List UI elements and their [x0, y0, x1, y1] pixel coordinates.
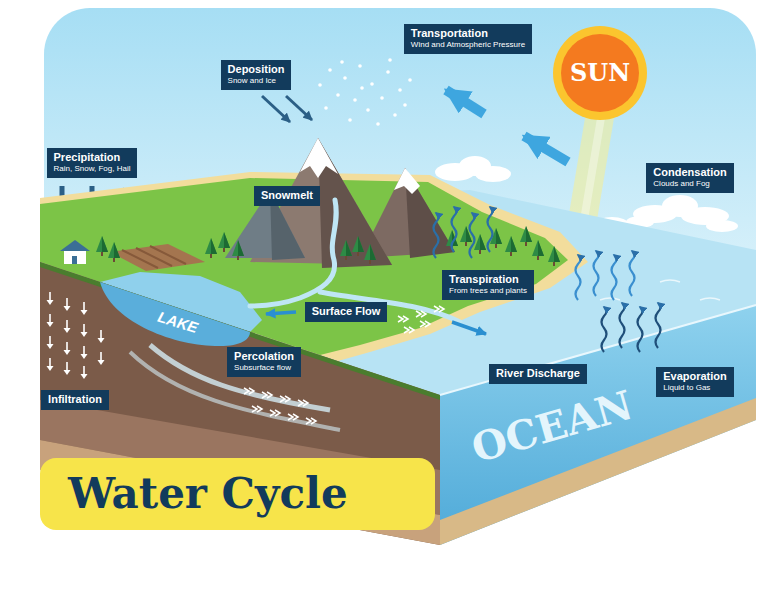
- label-detail: Clouds and Fog: [653, 179, 726, 189]
- label-box: CondensationClouds and Fog: [646, 163, 733, 193]
- label-heading: Snowmelt: [261, 189, 313, 202]
- label-heading: Transpiration: [449, 273, 527, 286]
- label-box: Surface Flow: [305, 302, 387, 322]
- snow-flakes: [318, 58, 412, 126]
- label-detail: Liquid to Gas: [663, 383, 727, 393]
- transport-arrows: [446, 90, 568, 162]
- title-banner: Water Cycle: [40, 458, 435, 530]
- label-detail: Wind and Atmospheric Pressure: [411, 40, 525, 50]
- label-heading: Infiltration: [48, 393, 102, 406]
- label-box: EvaporationLiquid to Gas: [656, 367, 734, 397]
- label-box: PrecipitationRain, Snow, Fog, Hail: [47, 148, 138, 178]
- ocean-label: OCEAN: [466, 381, 637, 472]
- percolation-arrows: [244, 388, 316, 424]
- sun-label: SUN: [570, 59, 630, 87]
- trees: [96, 226, 560, 266]
- lake-label: LAKE: [156, 308, 200, 336]
- label-heading: Evaporation: [663, 370, 727, 383]
- mountains: [225, 138, 455, 268]
- infiltration-arrows: [47, 292, 105, 379]
- label-box: DepositionSnow and Ice: [221, 60, 292, 90]
- label-heading: Surface Flow: [312, 305, 380, 318]
- soil-section: [40, 262, 440, 545]
- diagram-title: Water Cycle: [40, 469, 348, 519]
- ocean-section: [440, 305, 756, 545]
- sun-circle: SUN: [552, 25, 648, 121]
- label-box: TransportationWind and Atmospheric Press…: [404, 24, 532, 54]
- label-box: Snowmelt: [254, 186, 320, 206]
- deposition-arrows: [262, 96, 312, 122]
- label-box: TranspirationFrom trees and plants: [442, 270, 534, 300]
- label-heading: Transportation: [411, 27, 525, 40]
- evaporation-waves: [576, 251, 661, 352]
- transpiration-waves: [434, 207, 493, 258]
- label-heading: Condensation: [653, 166, 726, 179]
- label-box: Infiltration: [41, 390, 109, 410]
- label-heading: Deposition: [228, 63, 285, 76]
- label-heading: Precipitation: [54, 151, 131, 164]
- label-detail: Subsurface flow: [234, 363, 294, 373]
- label-heading: River Discharge: [496, 367, 580, 380]
- label-detail: Rain, Snow, Fog, Hail: [54, 164, 131, 174]
- label-box: PercolationSubsurface flow: [227, 347, 301, 377]
- label-detail: From trees and plants: [449, 286, 527, 296]
- label-detail: Snow and Ice: [228, 76, 285, 86]
- label-heading: Percolation: [234, 350, 294, 363]
- river: [250, 200, 460, 322]
- farm-and-house: [60, 240, 205, 271]
- label-box: River Discharge: [489, 364, 587, 384]
